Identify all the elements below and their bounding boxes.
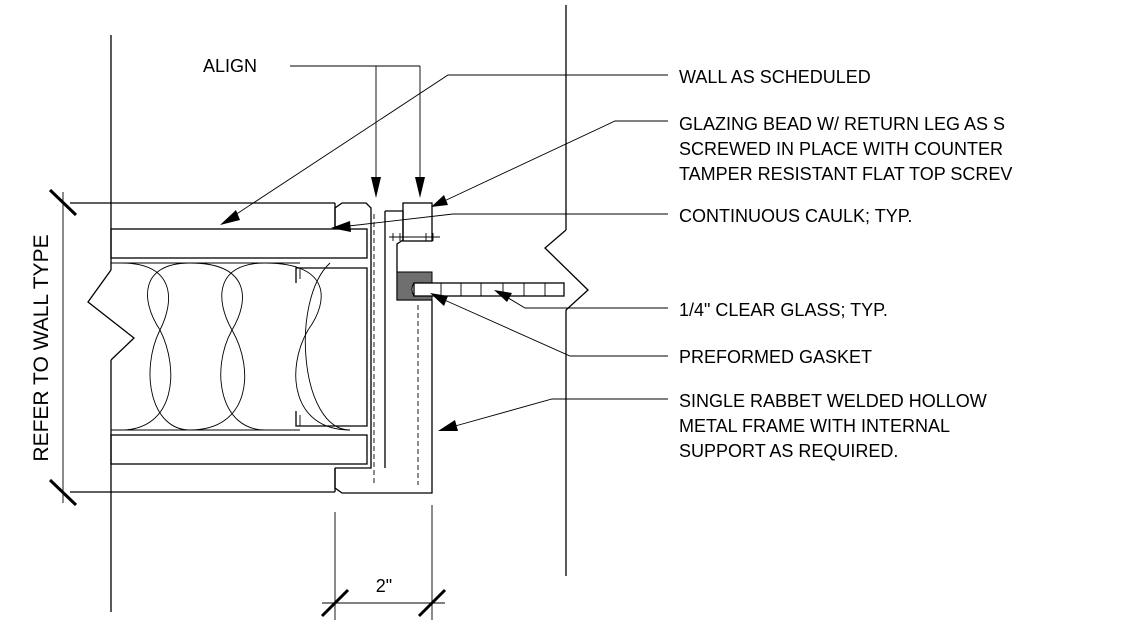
align-callout: ALIGN: [203, 56, 425, 198]
batt-insulation: [111, 262, 351, 431]
gasket-note: PREFORMED GASKET: [679, 347, 872, 367]
frame-note-1: SINGLE RABBET WELDED HOLLOW: [679, 391, 987, 411]
glass-note: 1/4" CLEAR GLASS; TYP.: [679, 300, 888, 320]
glazing-bead-note-1: GLAZING BEAD W/ RETURN LEG AS S: [679, 114, 1005, 134]
metal-stud: [295, 267, 368, 427]
leader-wall: [220, 74, 668, 225]
frame-note-2: METAL FRAME WITH INTERNAL: [679, 416, 950, 436]
wall-thickness-label: REFER TO WALL TYPE: [30, 234, 53, 461]
gypsum-board-bottom: [110, 434, 368, 465]
wall-faces: [70, 202, 336, 493]
frame-width-label: 2": [376, 576, 392, 596]
leader-glass: [494, 290, 668, 309]
clear-glass: [413, 282, 565, 297]
glazing-bead-note-2: SCREWED IN PLACE WITH COUNTER: [679, 139, 1003, 159]
gypsum-board-top: [110, 228, 368, 259]
align-label: ALIGN: [203, 56, 257, 76]
leader-caulk: [331, 213, 668, 232]
frame-note-3: SUPPORT AS REQUIRED.: [679, 441, 898, 461]
leader-frame: [438, 398, 668, 431]
opening-break-line: [544, 5, 589, 576]
glazing-bead: [389, 202, 440, 242]
hollow-metal-frame: [334, 202, 433, 494]
wall-thickness-dimension: REFER TO WALL TYPE: [30, 188, 78, 507]
leader-glazing-bead: [431, 120, 668, 207]
leader-gasket: [430, 293, 668, 357]
caulk-note: CONTINUOUS CAULK; TYP.: [679, 206, 912, 226]
glazing-bead-note-3: TAMPER RESISTANT FLAT TOP SCREV: [679, 164, 1012, 184]
wall-note: WALL AS SCHEDULED: [679, 67, 871, 87]
wall-break-line: [87, 35, 135, 612]
frame-width-dimension: 2": [320, 505, 447, 620]
